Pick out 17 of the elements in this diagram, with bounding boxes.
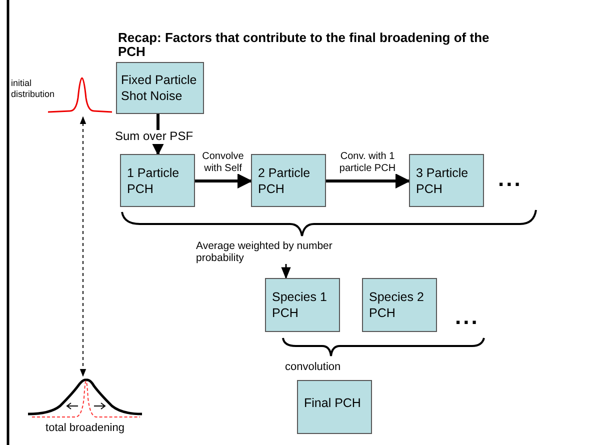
process-box: 2 Particle PCH xyxy=(251,154,326,207)
brace-label: convolution xyxy=(285,362,341,373)
curve-caption: total broadening xyxy=(44,422,126,436)
arrow xyxy=(281,262,291,280)
process-box: Fixed Particle Shot Noise xyxy=(116,62,204,114)
broad-peak-drawing xyxy=(28,378,142,418)
ellipsis: ... xyxy=(455,306,480,328)
ellipsis: ... xyxy=(498,168,522,190)
arrow xyxy=(195,174,252,188)
process-box: 3 Particle PCH xyxy=(409,154,484,207)
arrow xyxy=(326,174,410,188)
process-box: Species 2 PCH xyxy=(362,278,437,332)
arrow xyxy=(80,116,86,377)
slide-title: Recap: Factors that contribute to the final broadening of the PCH xyxy=(118,31,490,59)
process-box: 1 Particle PCH xyxy=(120,154,195,207)
process-box: Final PCH xyxy=(297,380,372,434)
process-box: Species 1 PCH xyxy=(265,278,340,332)
